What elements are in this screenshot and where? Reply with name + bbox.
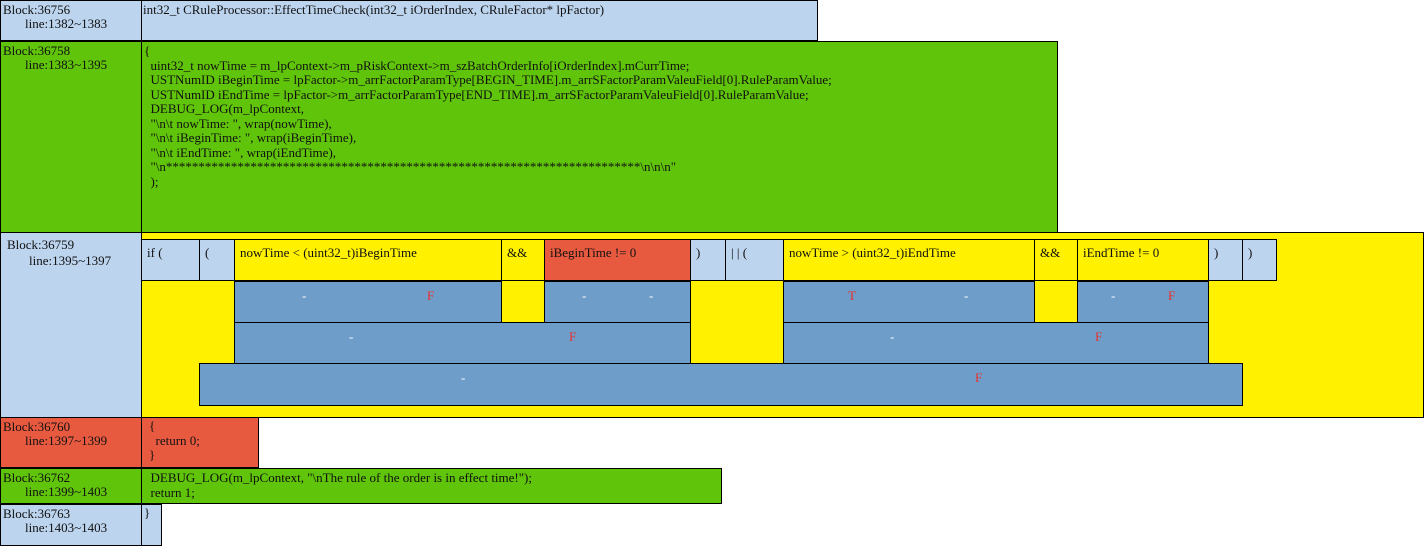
- code-line: DEBUG_LOG(m_lpContext, "\nThe rule of th…: [144, 470, 533, 485]
- token-close-paren-2: ): [1208, 239, 1243, 281]
- eval-dash: -: [964, 288, 969, 303]
- block-id: Block:36762: [3, 470, 71, 485]
- block-label-36762: Block:36762 line:1399~1403: [0, 468, 142, 504]
- token-text: iBeginTime != 0: [550, 245, 637, 260]
- block-line-range: line:1403~1403: [25, 520, 108, 535]
- eval-dash: -: [302, 288, 307, 303]
- eval-value: F: [1168, 288, 1176, 303]
- eval-cell: - -: [544, 281, 691, 323]
- block-line-range: line:1397~1399: [25, 433, 108, 448]
- block-label-36760: Block:36760 line:1397~1399: [0, 417, 142, 468]
- eval-value: -: [649, 288, 654, 303]
- token-open-paren: (: [199, 239, 235, 281]
- block-line-range: line:1382~1383: [25, 16, 108, 31]
- block-code-36760: { return 0; }: [141, 417, 259, 468]
- eval-value: T: [848, 288, 856, 303]
- token-text: | | (: [731, 245, 748, 260]
- token-text: &&: [507, 245, 528, 260]
- token-text: if (: [147, 245, 163, 260]
- block-label-36763: Block:36763 line:1403~1403: [0, 504, 142, 546]
- block-id: Block:36763: [3, 506, 71, 521]
- eval-value: F: [569, 329, 577, 344]
- code-line: "\n*************************************…: [144, 159, 677, 174]
- code-line: return 1;: [144, 484, 195, 500]
- block-line-range: line:1395~1397: [29, 253, 112, 268]
- eval-dash: -: [1111, 288, 1116, 303]
- token-or-open-paren: | | (: [725, 239, 784, 281]
- block-id: Block:36760: [3, 419, 71, 434]
- eval-cell: - F: [234, 281, 502, 323]
- block-id: Block:36758: [3, 43, 71, 58]
- eval-dash: -: [461, 370, 466, 385]
- eval-value: F: [1095, 329, 1103, 344]
- code-line: {: [144, 43, 151, 58]
- block-code-36756: int32_t CRuleProcessor::EffectTimeCheck(…: [141, 0, 818, 41]
- code-line: {: [149, 418, 156, 433]
- code-line: }: [149, 447, 156, 462]
- eval-cell: - F: [234, 322, 691, 364]
- code-line: "\n\t nowTime: ", wrap(nowTime),: [144, 115, 332, 131]
- token-now-gt-end: nowTime > (uint32_t)iEndTime: [783, 239, 1035, 281]
- code-line: USTNumID iBeginTime = lpFactor->m_arrFac…: [144, 72, 832, 87]
- block-label-36756: Block:36756 line:1382~1383: [0, 0, 142, 41]
- token-text: ): [1248, 245, 1253, 260]
- token-begin-ne-zero: iBeginTime != 0: [544, 239, 691, 281]
- token-text: iEndTime != 0: [1083, 245, 1160, 260]
- token-text: ): [1214, 245, 1219, 260]
- code-line: int32_t CRuleProcessor::EffectTimeCheck(…: [143, 2, 605, 17]
- code-line: );: [144, 173, 159, 189]
- code-line: "\n\t iBeginTime: ", wrap(iBeginTime),: [144, 130, 357, 145]
- token-text: (: [205, 245, 210, 260]
- token-text: nowTime > (uint32_t)iEndTime: [789, 245, 956, 260]
- block-id: Block:36759: [7, 237, 75, 252]
- token-if: if (: [141, 239, 200, 281]
- code-line: USTNumID iEndTime = lpFactor->m_arrFacto…: [144, 86, 809, 102]
- eval-cell: - F: [783, 322, 1209, 364]
- token-close-paren-3: ): [1242, 239, 1277, 281]
- token-and-1: &&: [501, 239, 545, 281]
- token-now-lt-begin: nowTime < (uint32_t)iBeginTime: [234, 239, 502, 281]
- token-and-2: &&: [1034, 239, 1078, 281]
- block-label-36759: Block:36759 line:1395~1397: [0, 232, 142, 418]
- block-code-36758: { uint32_t nowTime = m_lpContext->m_pRis…: [141, 41, 1058, 233]
- block-code-36762: DEBUG_LOG(m_lpContext, "\nThe rule of th…: [141, 468, 722, 504]
- eval-value: F: [975, 370, 983, 385]
- condition-area: if ( ( nowTime < (uint32_t)iBeginTime &&…: [141, 232, 1424, 418]
- block-id: Block:36756: [3, 2, 71, 17]
- token-text: &&: [1040, 245, 1061, 260]
- token-text: ): [696, 245, 701, 260]
- block-code-36763: }: [141, 504, 162, 546]
- eval-dash: -: [582, 288, 587, 303]
- block-line-range: line:1399~1403: [25, 484, 108, 499]
- eval-cell: T -: [783, 281, 1035, 323]
- eval-value: F: [427, 288, 435, 303]
- block-label-36758: Block:36758 line:1383~1395: [0, 41, 142, 233]
- token-close-paren-1: ): [690, 239, 726, 281]
- code-line: uint32_t nowTime = m_lpContext->m_pRiskC…: [144, 57, 690, 73]
- eval-cell: - F: [1077, 281, 1209, 323]
- code-line: "\n\t iEndTime: ", wrap(iEndTime),: [144, 144, 337, 160]
- eval-cell: - F: [199, 363, 1243, 406]
- eval-dash: -: [349, 329, 354, 344]
- code-line: DEBUG_LOG(m_lpContext,: [144, 101, 304, 116]
- code-line: return 0;: [149, 432, 200, 448]
- token-end-ne-zero: iEndTime != 0: [1077, 239, 1209, 281]
- block-line-range: line:1383~1395: [25, 57, 108, 72]
- token-text: nowTime < (uint32_t)iBeginTime: [240, 245, 417, 260]
- code-line: }: [144, 505, 151, 520]
- eval-dash: -: [890, 329, 895, 344]
